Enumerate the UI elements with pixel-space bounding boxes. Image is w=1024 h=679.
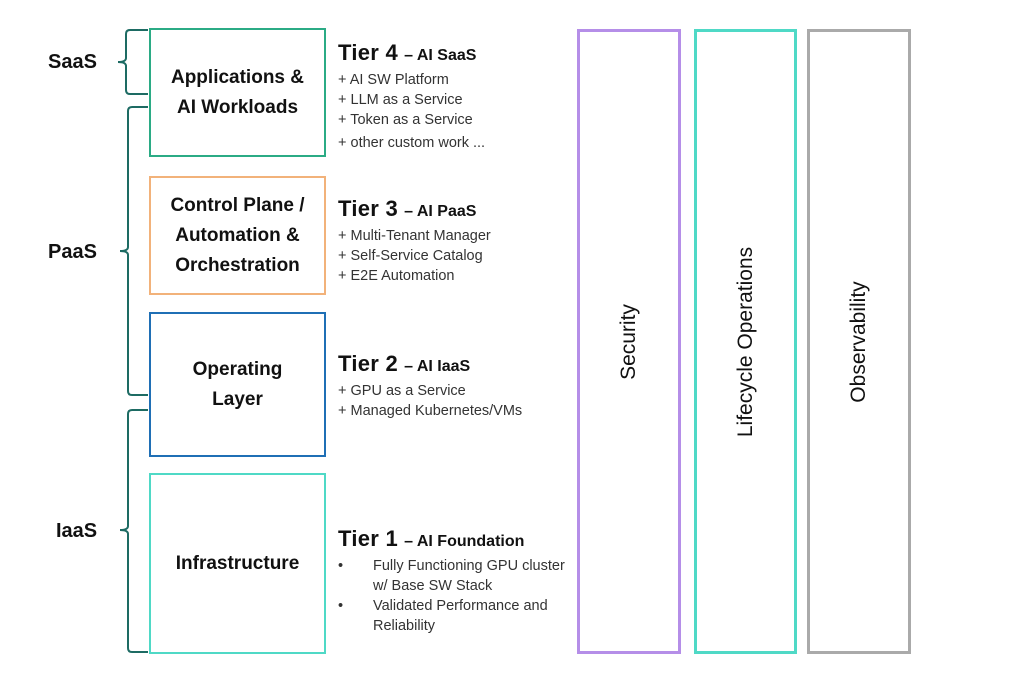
layer-label: Applications & AI Workloads — [170, 66, 304, 118]
column-label: Observability — [847, 280, 870, 403]
layer-label: Infrastructure — [175, 552, 300, 574]
observability-column: Observability — [807, 29, 911, 654]
tier-subtitle: – AI IaaS — [404, 358, 471, 375]
layer-box-infrastructure: Infrastructure — [149, 473, 326, 654]
iaas-bracket — [119, 409, 148, 653]
tier-subtitle: – AI SaaS — [404, 47, 477, 64]
layer-label: Operating Layer — [192, 358, 283, 410]
iaas-label: IaaS — [56, 520, 98, 542]
tier-item: E2E Automation — [338, 266, 578, 286]
column-label: Lifecycle Operations — [733, 246, 757, 437]
tier-title: Tier 4 — [338, 40, 399, 65]
layer-label: Control Plane / Automation & Orchestrati… — [170, 194, 305, 276]
tier-title: Tier 2 — [338, 351, 399, 376]
layer-box-control-plane: Control Plane / Automation & Orchestrati… — [149, 176, 326, 295]
tier-item: other custom work ... — [338, 133, 578, 153]
tier-1-block: Tier 1 – AI Foundation Fully Functioning… — [338, 526, 578, 636]
service-model-brackets — [117, 29, 148, 653]
tier-item: Token as a Service — [338, 110, 578, 130]
tier-title: Tier 1 — [338, 526, 399, 551]
lifecycle-operations-column: Lifecycle Operations — [694, 29, 797, 654]
saas-bracket — [117, 29, 148, 95]
tier-subtitle: – AI Foundation — [404, 533, 525, 550]
security-column: Security — [577, 29, 681, 654]
tier-3-block: Tier 3 – AI PaaS Multi-Tenant Manager Se… — [338, 196, 578, 286]
saas-label: SaaS — [48, 51, 97, 73]
tier-title: Tier 3 — [338, 196, 399, 221]
tier-item: LLM as a Service — [338, 90, 578, 110]
tier-2-block: Tier 2 – AI IaaS GPU as a Service Manage… — [338, 351, 578, 421]
tier-item-list: GPU as a Service Managed Kubernetes/VMs — [338, 381, 578, 421]
tier-item: Multi-Tenant Manager — [338, 226, 578, 246]
tier-item-list: AI SW Platform LLM as a Service Token as… — [338, 70, 578, 153]
tier-item: GPU as a Service — [338, 381, 578, 401]
tier-subtitle: – AI PaaS — [404, 203, 477, 220]
tier-4-block: Tier 4 – AI SaaS AI SW Platform LLM as a… — [338, 40, 578, 153]
tier-item: Fully Functioning GPU cluster w/ Base SW… — [338, 556, 568, 596]
tier-item: Managed Kubernetes/VMs — [338, 401, 578, 421]
tier-item: AI SW Platform — [338, 70, 578, 90]
paas-bracket — [119, 106, 148, 396]
column-label: Security — [617, 303, 640, 380]
tier-item-list: Fully Functioning GPU cluster w/ Base SW… — [338, 556, 568, 636]
layer-box-operating: Operating Layer — [149, 312, 326, 457]
paas-label: PaaS — [48, 241, 97, 263]
tier-item-list: Multi-Tenant Manager Self-Service Catalo… — [338, 226, 578, 286]
tier-item: Validated Performance and Reliability — [338, 596, 568, 636]
layer-box-applications: Applications & AI Workloads — [149, 28, 326, 157]
tier-item: Self-Service Catalog — [338, 246, 578, 266]
